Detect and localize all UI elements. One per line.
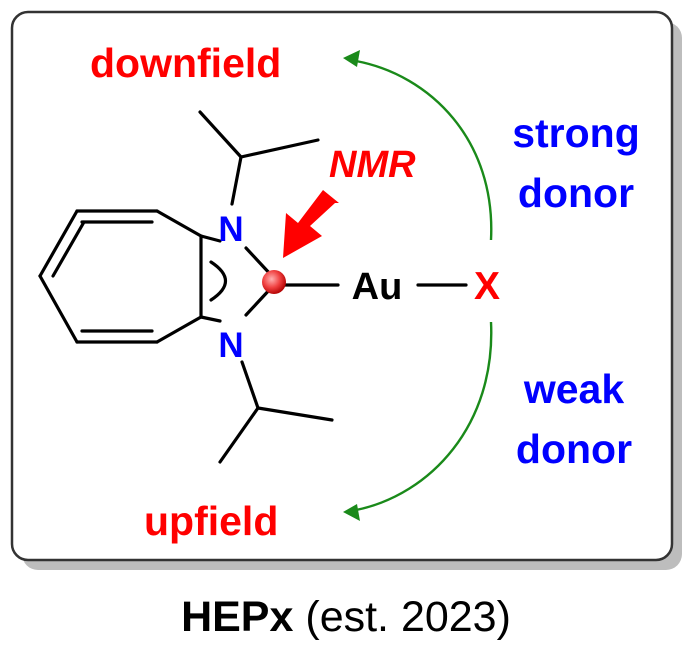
benzene-ring bbox=[38, 209, 203, 344]
label-weak-donor-line2: donor bbox=[516, 426, 632, 472]
label-downfield: downfield bbox=[90, 40, 281, 86]
caption: HEPx (est. 2023) bbox=[181, 593, 511, 641]
arrowhead-downfield bbox=[343, 50, 360, 67]
label-upfield: upfield bbox=[144, 498, 278, 544]
isopropyl-top bbox=[198, 110, 320, 206]
carbene-carbon-highlight bbox=[262, 270, 286, 294]
atom-x: X bbox=[474, 265, 500, 308]
caption-title: HEPx bbox=[181, 593, 293, 641]
label-strong-donor-line2: donor bbox=[518, 170, 634, 216]
atom-n-top: N bbox=[218, 210, 243, 249]
label-nmr: NMR bbox=[329, 144, 416, 186]
isopropyl-bottom bbox=[218, 360, 334, 464]
nmr-arrow bbox=[283, 190, 339, 258]
arc-to-upfield bbox=[355, 321, 493, 512]
caption-year: (est. 2023) bbox=[293, 593, 511, 641]
atom-gold: Au bbox=[352, 266, 403, 308]
label-weak-donor-line1: weak bbox=[523, 366, 624, 412]
arc-to-downfield bbox=[355, 59, 493, 241]
atom-n-bottom: N bbox=[218, 326, 243, 365]
frame bbox=[10, 10, 674, 562]
label-strong-donor-line1: strong bbox=[512, 110, 640, 156]
arrowhead-upfield bbox=[343, 504, 360, 521]
